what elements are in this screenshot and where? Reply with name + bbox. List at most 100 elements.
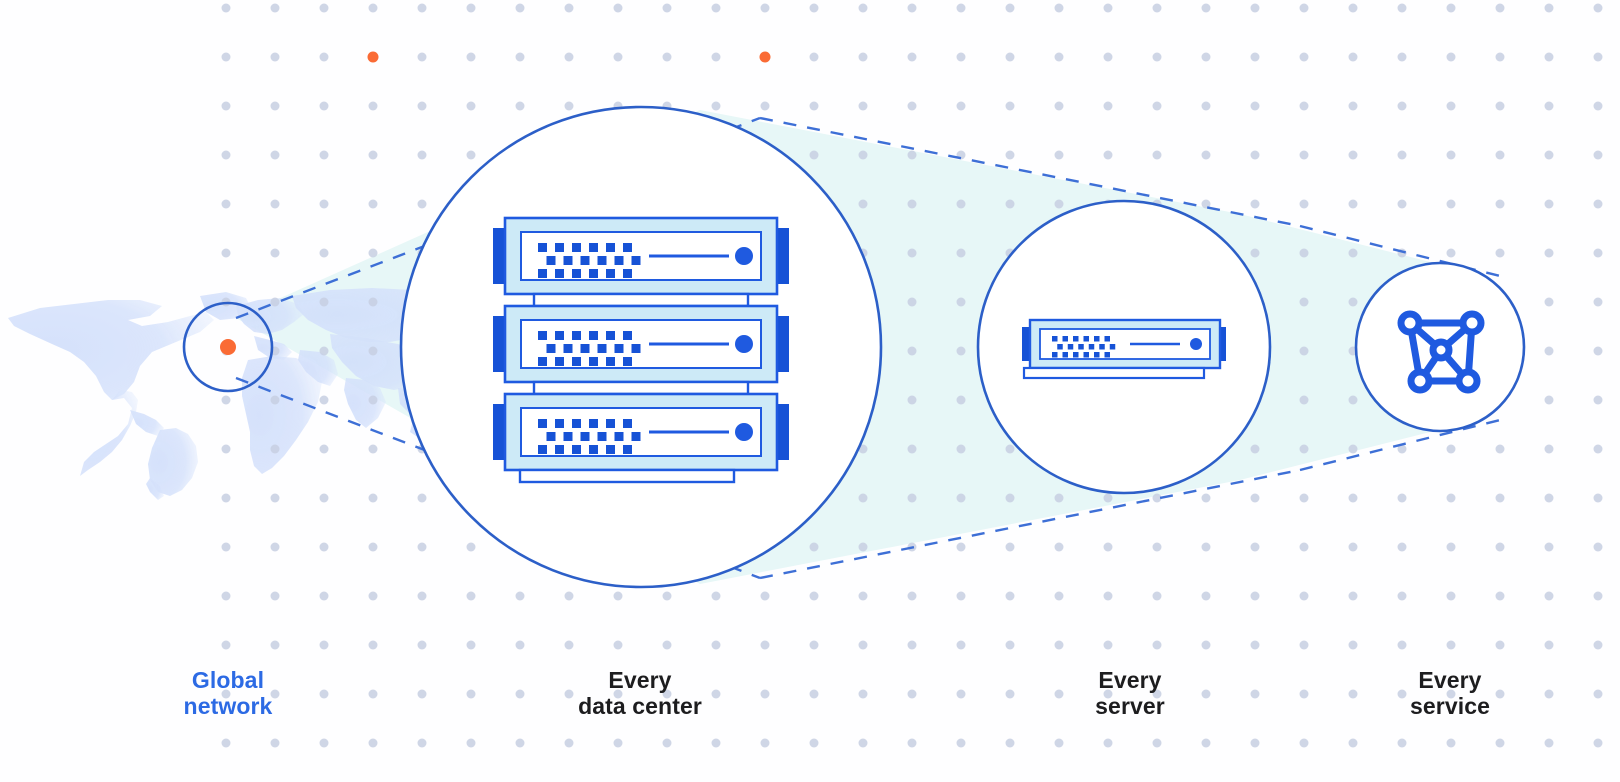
server-rack-unit-2	[493, 304, 789, 396]
grid-dot	[1103, 3, 1113, 13]
vent-square	[1062, 352, 1068, 358]
vent-square	[546, 256, 556, 265]
grid-dot	[858, 444, 868, 454]
grid-dot	[1495, 199, 1505, 209]
grid-dot	[270, 101, 280, 111]
grid-dot	[1593, 395, 1603, 405]
grid-dot	[1152, 101, 1162, 111]
grid-dot	[1544, 738, 1554, 748]
grid-dot	[1397, 689, 1407, 699]
grid-dot	[564, 689, 574, 699]
grid-dot	[1348, 101, 1358, 111]
grid-dot	[1593, 150, 1603, 160]
grid-dot	[858, 640, 868, 650]
grid-dot	[1299, 542, 1309, 552]
grid-dot	[907, 689, 917, 699]
vent-square	[623, 243, 632, 252]
grid-dot	[613, 689, 623, 699]
vent-square	[589, 269, 598, 278]
grid-dot	[515, 689, 525, 699]
grid-dot	[1054, 150, 1064, 160]
grid-dot	[1054, 640, 1064, 650]
grid-dot	[1201, 689, 1211, 699]
grid-dot	[907, 101, 917, 111]
grid-dot	[270, 52, 280, 62]
grid-dot	[515, 640, 525, 650]
grid-dot	[1250, 52, 1260, 62]
grid-dot	[809, 640, 819, 650]
vent-square	[555, 419, 564, 428]
grid-dot	[1495, 738, 1505, 748]
vent-square	[623, 269, 632, 278]
grid-dot	[907, 591, 917, 601]
grid-dot	[1446, 738, 1456, 748]
stage-every-data-center[interactable]	[399, 105, 883, 589]
grid-dot	[1544, 395, 1554, 405]
grid-dot	[907, 199, 917, 209]
grid-dot	[1495, 3, 1505, 13]
grid-dot	[1299, 199, 1309, 209]
grid-dot	[368, 493, 378, 503]
grid-dot	[417, 738, 427, 748]
grid-dot	[1005, 199, 1015, 209]
grid-dot	[270, 689, 280, 699]
vent-square	[538, 419, 547, 428]
grid-dot	[1446, 444, 1456, 454]
grid-dot	[1299, 738, 1309, 748]
grid-dot	[564, 591, 574, 601]
grid-dot	[711, 52, 721, 62]
grid-dot	[956, 248, 966, 258]
dot-matrix-2	[538, 331, 641, 366]
grid-dot	[1348, 52, 1358, 62]
vent-square	[606, 269, 615, 278]
grid-dot	[760, 591, 770, 601]
grid-dot	[1348, 689, 1358, 699]
grid-dot	[1348, 493, 1358, 503]
grid-dot-accent	[759, 51, 771, 63]
grid-dot	[1495, 150, 1505, 160]
grid-dot	[1005, 493, 1015, 503]
status-light-server	[1190, 338, 1202, 350]
grid-dot	[662, 52, 672, 62]
grid-dot	[221, 199, 231, 209]
stage-every-service[interactable]	[1354, 261, 1526, 433]
grid-dot	[466, 640, 476, 650]
grid-dot	[907, 444, 917, 454]
grid-dot	[1348, 199, 1358, 209]
grid-dot	[368, 346, 378, 356]
grid-dot	[1201, 591, 1211, 601]
grid-dot	[1397, 199, 1407, 209]
grid-dot	[809, 689, 819, 699]
grid-dot	[1250, 640, 1260, 650]
stage-global-network[interactable]	[182, 301, 274, 393]
grid-dot	[221, 640, 231, 650]
grid-dot	[956, 640, 966, 650]
grid-dot	[1593, 493, 1603, 503]
grid-dot	[1593, 101, 1603, 111]
grid-dot	[319, 3, 329, 13]
grid-dot-accent	[367, 51, 379, 63]
grid-dot	[270, 640, 280, 650]
global-network-marker-dot	[220, 339, 236, 355]
grid-dot	[270, 493, 280, 503]
grid-dot	[907, 150, 917, 160]
grid-dot	[1201, 150, 1211, 160]
vent-square	[572, 269, 581, 278]
grid-dot	[417, 640, 427, 650]
grid-dot	[858, 101, 868, 111]
grid-dot	[417, 689, 427, 699]
network-node-dots	[1397, 310, 1485, 394]
grid-dot	[1348, 738, 1358, 748]
stage-every-server[interactable]	[976, 199, 1272, 495]
grid-dot	[1005, 150, 1015, 160]
grid-dot	[319, 346, 329, 356]
grid-dot	[1005, 444, 1015, 454]
grid-dot	[907, 3, 917, 13]
grid-dot	[368, 199, 378, 209]
grid-dot	[1446, 3, 1456, 13]
grid-dot	[1152, 150, 1162, 160]
grid-dot	[956, 297, 966, 307]
grid-dot	[319, 150, 329, 160]
grid-dot	[221, 395, 231, 405]
grid-dot	[564, 101, 574, 111]
